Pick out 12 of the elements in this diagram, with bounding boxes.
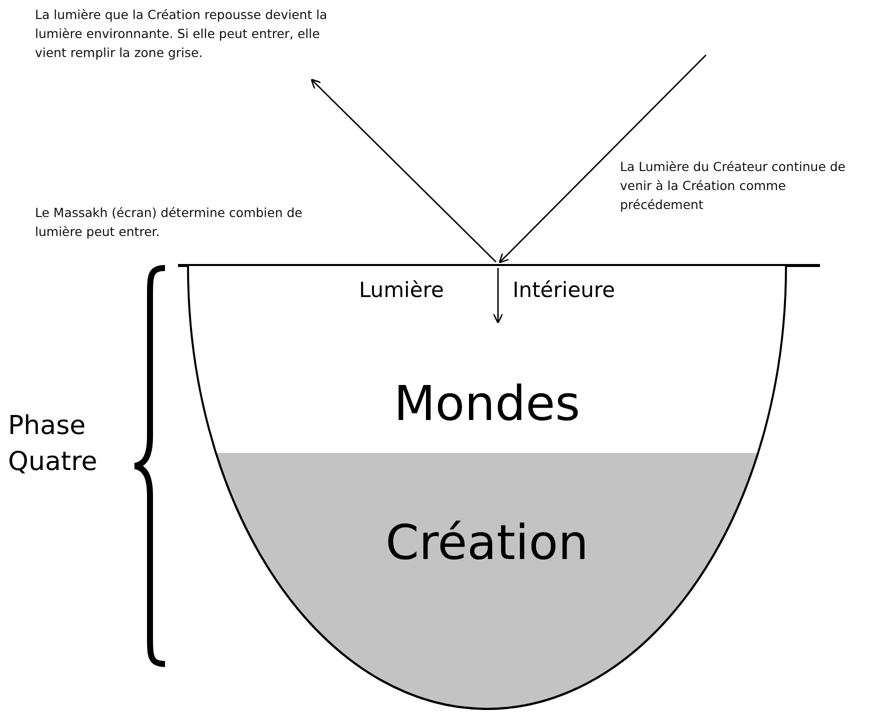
shaded-zone	[216, 453, 758, 709]
region-title: Mondes	[394, 376, 580, 432]
bowl-shape	[188, 266, 786, 711]
arrow	[492, 268, 504, 324]
edge-label: La Lumière du Créateur continue de venir à la Création comme précédement	[620, 158, 846, 214]
arrow	[310, 78, 496, 262]
note-text: Le Massakh (écran) détermine combien de lumière peut entrer.	[35, 204, 304, 241]
arrow	[498, 54, 706, 264]
region-label: Lumière Intérieure	[358, 278, 616, 302]
region-title: Création	[385, 515, 589, 571]
side-label: Phase Quatre	[8, 410, 98, 480]
note-text: La lumière que la Création repousse devient la lumière environnante. Si elle peut entrer, elle vient remplir la zone grise.	[35, 5, 340, 77]
